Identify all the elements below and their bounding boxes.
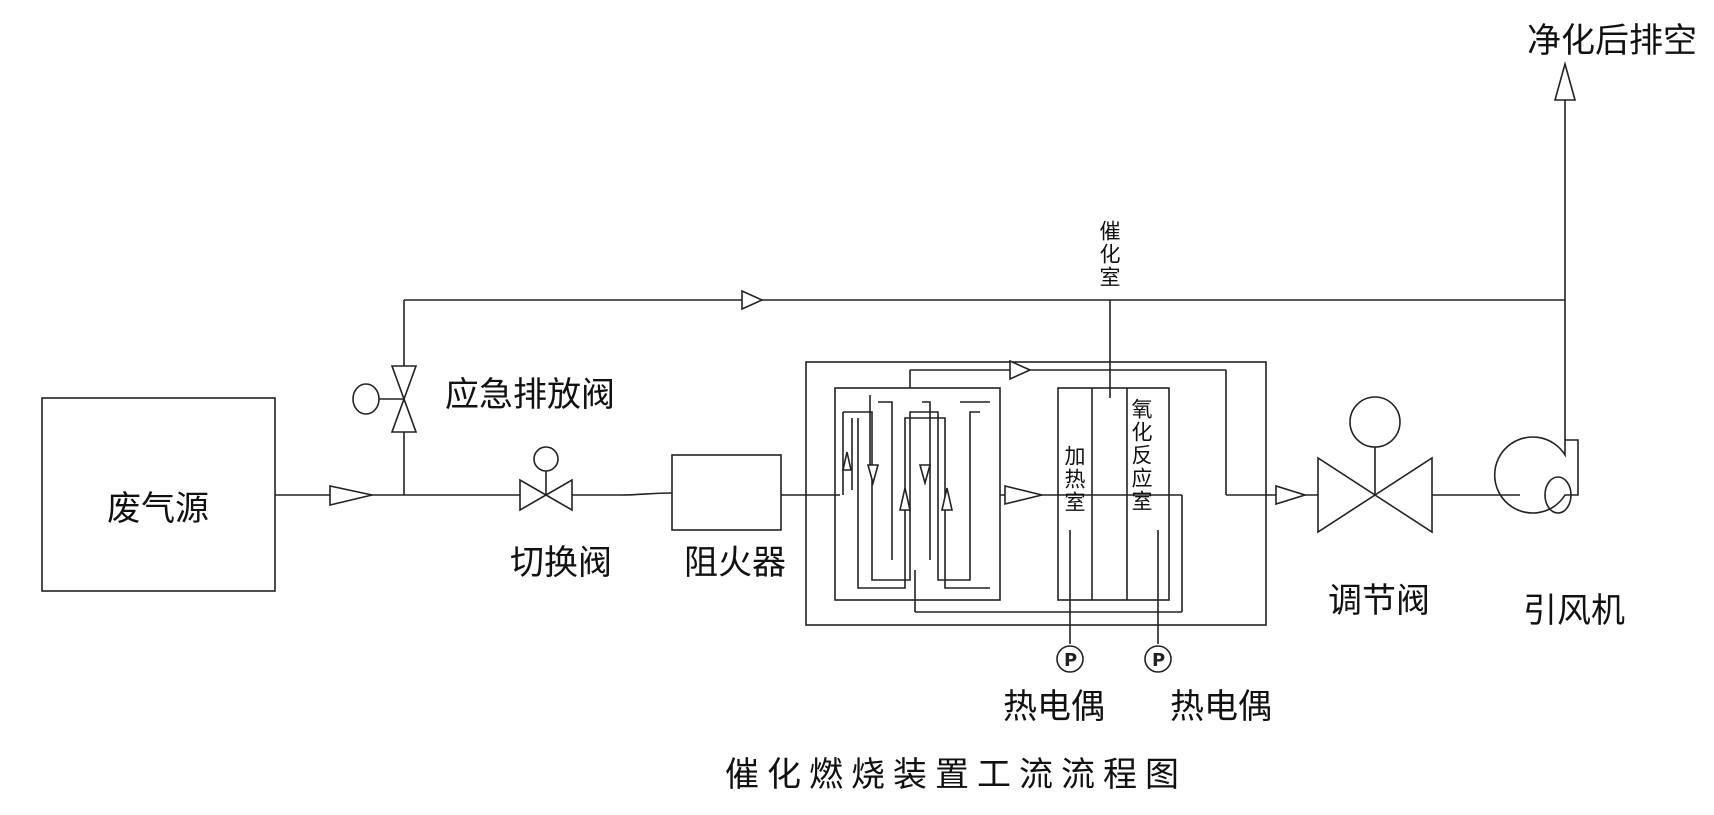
label-waste-gas-source: 废气源 [107, 489, 209, 529]
switch-valve-right [544, 478, 573, 512]
label-oxidation-chamber: 氧化反应室 [1129, 398, 1153, 513]
flow-arrow-inlet [329, 485, 373, 507]
thermocouple-2-symbol: P [1152, 650, 1165, 671]
emergency-valve-lower [390, 396, 418, 433]
flow-arrow-bypass [741, 289, 764, 311]
heat-exchanger [834, 387, 1001, 601]
label-emergency-valve: 应急排放阀 [445, 375, 615, 415]
label-exhaust: 净化后排空 [1527, 21, 1697, 61]
flame-arrester-box [671, 454, 782, 531]
emergency-valve-upper [390, 365, 418, 402]
flow-arrow-reg [1275, 484, 1308, 506]
switch-valve-left [519, 478, 548, 512]
heat-exchanger-coil-2 [851, 417, 990, 589]
flow-arrow-top [1009, 359, 1032, 381]
reactor-housing [805, 361, 1267, 626]
label-thermocouple-2: 热电偶 [1170, 687, 1272, 727]
hx-arrow-up-3 [940, 487, 954, 511]
regulating-valve-actuator [1349, 396, 1401, 448]
heat-exchanger-coil-1 [842, 411, 980, 581]
fan-casing [1493, 436, 1579, 514]
fan-impeller [1544, 476, 1572, 514]
switch-valve-actuator [533, 446, 559, 472]
regulating-valve-left [1317, 456, 1377, 534]
pipe-to-arrester [572, 492, 673, 496]
thermocouple-1-symbol: P [1064, 650, 1077, 671]
hx-arrow-up-2 [898, 487, 912, 511]
label-thermocouple-1: 热电偶 [1003, 687, 1105, 727]
regulating-valve-right [1373, 456, 1433, 534]
label-switch-valve: 切换阀 [510, 543, 612, 583]
flow-arrow-exhaust [1553, 61, 1577, 101]
label-catalytic-chamber: 催化室 [1097, 220, 1121, 289]
heat-exchanger-coil-3 [869, 395, 990, 560]
label-fan: 引风机 [1523, 591, 1625, 631]
diagram-title: 催化燃烧装置工流流程图 [725, 755, 1187, 795]
hx-arrow-down-1 [866, 464, 880, 486]
label-regulating-valve: 调节阀 [1328, 581, 1430, 621]
label-heating-chamber: 加热室 [1062, 445, 1086, 514]
emergency-valve-actuator [352, 383, 380, 415]
reaction-block [1057, 387, 1170, 601]
label-flame-arrester: 阻火器 [684, 543, 786, 583]
hx-arrow-up-1 [842, 451, 852, 471]
hx-arrow-down-2 [918, 464, 932, 486]
thermocouple-1-gauge [1056, 645, 1084, 673]
flow-arrow-heater [1004, 484, 1043, 506]
thermocouple-2-gauge [1144, 645, 1172, 673]
